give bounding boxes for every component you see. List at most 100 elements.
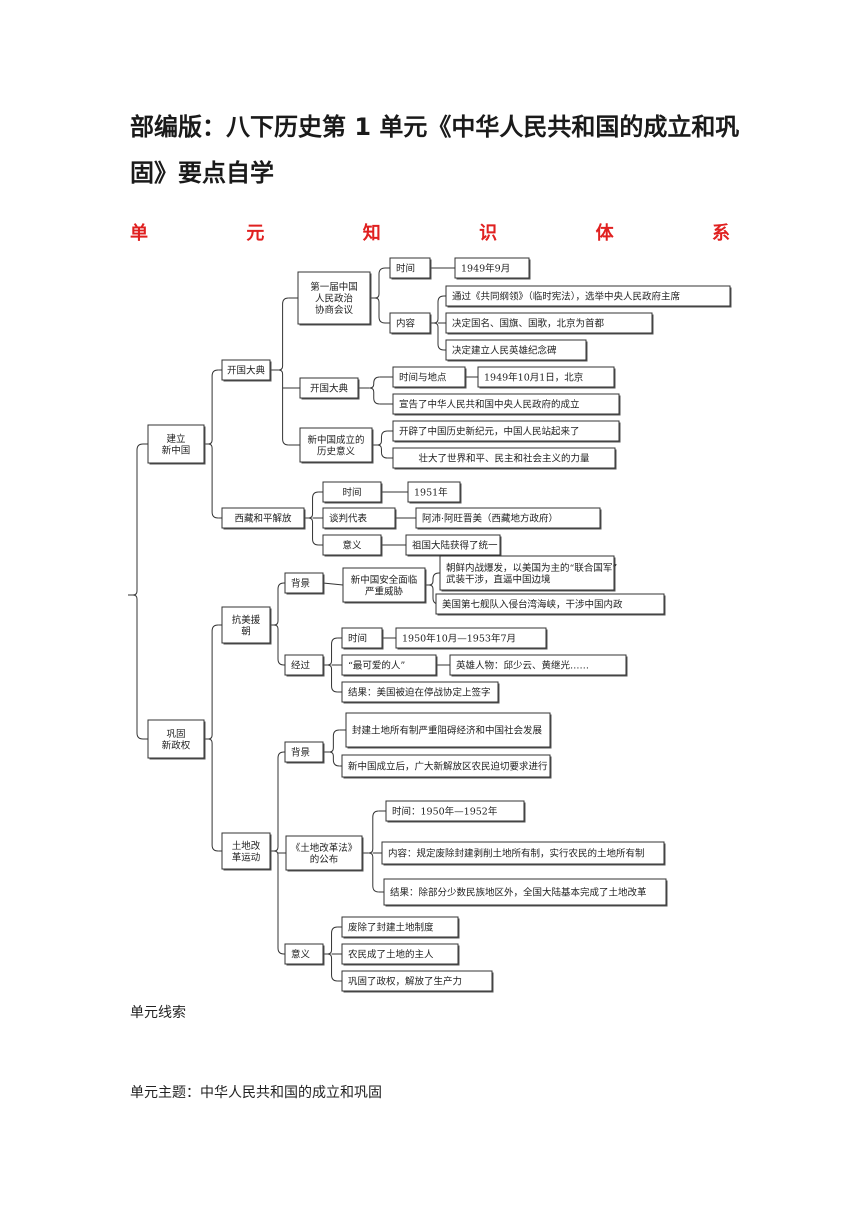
node-text: “最可爱的人” [348, 660, 405, 672]
node-text: 废除了封建土地制度 [348, 922, 434, 934]
heading-char: 知 [362, 223, 381, 244]
node-box [392, 366, 466, 388]
node-box [341, 681, 499, 703]
mindmap-node: 时间与地点 [392, 366, 467, 389]
node-text: 1950年10月—1953年7月 [402, 633, 516, 645]
mindmap-node: 时间 [389, 257, 432, 280]
node-text: 土地改 [232, 840, 261, 852]
mindmap-node: 通过《共同纲领》（临时宪法），选举中央人民政府主席 [445, 285, 732, 308]
node-text: 决定国名、国旗、国歌，北京为首都 [452, 318, 605, 330]
node-text: 新中国成立后，广大新解放区农民迫切要求进行 [348, 761, 548, 773]
mindmap-node: 封建土地所有制严重阻碍经济和中国社会发展 [345, 712, 552, 749]
node-text: 决定建立人民英雄纪念碑 [452, 345, 557, 357]
node-box [395, 627, 547, 649]
mindmap-node: 内容：规定废除封建剥削土地所有制，实行农民的土地所有制 [381, 841, 666, 866]
node-text: 朝鲜内战爆发，以美国为主的“联合国军” [446, 562, 617, 574]
mindmap-node: 决定建立人民英雄纪念碑 [445, 339, 588, 362]
node-box [392, 393, 620, 415]
heading-char: 体 [595, 223, 614, 244]
node-box [297, 271, 371, 325]
node-text: 时间：1950年—1952年 [392, 806, 498, 818]
node-text: 新政权 [162, 739, 191, 751]
node-text: 背景 [291, 747, 310, 759]
node-text: 通过《共同纲领》（临时宪法），选举中央人民政府主席 [452, 291, 681, 303]
node-box [392, 420, 620, 442]
mindmap-canvas: 建立新中国巩固新政权开国大典西藏和平解放抗美援朝土地改革运动第一届中国人民政治协… [128, 257, 732, 993]
node-text: 开辟了中国历史新纪元，中国人民站起来了 [399, 426, 580, 438]
node-text: 历史意义 [317, 445, 356, 457]
node-box [445, 339, 587, 361]
node-text: 1949年10月1日，北京 [484, 372, 583, 384]
connector-bracket [273, 582, 285, 666]
node-text: 经过 [291, 660, 311, 672]
node-box [454, 257, 530, 279]
node-text: 意义 [291, 949, 311, 961]
node-box [221, 606, 271, 644]
connector-bracket [208, 369, 219, 519]
node-box [322, 534, 382, 556]
mindmap-node: 结果：除部分少数民族地区外，全国大陆基本完成了土地改革 [383, 878, 668, 907]
node-text: 建立 [166, 433, 185, 445]
mindmap-node: 巩固了政权，解放了生产力 [341, 970, 494, 993]
node-box [284, 572, 324, 594]
mindmap-node: 结果：美国被迫在停战协定上签字 [341, 681, 500, 704]
connector-bracket [369, 376, 380, 405]
node-text: 时间 [348, 633, 367, 645]
mindmap-node: 开辟了中国历史新纪元，中国人民站起来了 [392, 420, 621, 443]
connector-bracket [208, 624, 219, 852]
mindmap-connectors [128, 267, 478, 982]
mindmap-node: 时间 [322, 481, 383, 504]
connector-bracket [327, 926, 338, 982]
node-text: 武装干涉，直逼中国边境 [446, 573, 551, 585]
node-text: 1951年 [414, 487, 448, 499]
node-text: 谈判代表 [329, 513, 368, 525]
node-text: 意义 [342, 540, 362, 552]
node-box [445, 312, 653, 334]
node-box [341, 654, 437, 676]
mindmap-node: 祖国大陆获得了统一 [405, 534, 502, 557]
connector-bracket [368, 810, 379, 893]
mindmap-node: 背景 [284, 741, 325, 764]
node-box [389, 312, 431, 334]
node-box [341, 970, 493, 992]
node-text: 内容：规定废除封建剥削土地所有制，实行农民的土地所有制 [388, 848, 645, 860]
node-box [405, 534, 501, 556]
mindmap-node: 新中国成立后，广大新解放区农民迫切要求进行 [341, 754, 552, 779]
node-text: 开国大典 [227, 365, 266, 377]
node-text: 巩固 [166, 729, 185, 740]
node-box [439, 555, 615, 591]
node-text: 朝 [241, 626, 251, 637]
connector-bracket [273, 751, 285, 955]
node-text: 人民政治 [315, 293, 353, 305]
node-box [284, 654, 324, 676]
node-box [342, 567, 426, 603]
node-text: 第一届中国 [310, 281, 358, 293]
mindmap-node: 壮大了世界和平、民主和社会主义的力量 [392, 447, 617, 470]
node-box [449, 654, 627, 676]
node-box [147, 424, 205, 464]
mindmap-node: 经过 [284, 654, 325, 677]
node-text: 开国大典 [310, 383, 349, 395]
node-text: 英雄人物：邱少云、黄继光…… [456, 660, 589, 672]
connector-bracket [278, 297, 289, 446]
node-box [147, 719, 205, 759]
heading-char: 单 [130, 223, 148, 244]
node-box [341, 754, 551, 778]
node-text: 新中国成立的 [307, 434, 364, 446]
node-box [221, 832, 271, 870]
section-heading: 单 元 知 识 体 系 [130, 219, 730, 245]
mindmap-node: 意义 [322, 534, 383, 557]
heading-char: 识 [479, 223, 498, 244]
node-text: 时间与地点 [399, 372, 447, 384]
node-text: 阿沛·阿旺晋美（西藏地方政府） [422, 513, 558, 525]
mindmap-node: 开国大典 [299, 377, 360, 400]
node-text: 结果：除部分少数民族地区外，全国大陆基本完成了土地改革 [390, 887, 647, 899]
mindmap-node: “最可爱的人” [341, 654, 438, 677]
node-text: 时间 [396, 263, 415, 275]
node-box [341, 627, 383, 649]
node-box [477, 366, 615, 388]
connector-bracket [374, 267, 386, 324]
